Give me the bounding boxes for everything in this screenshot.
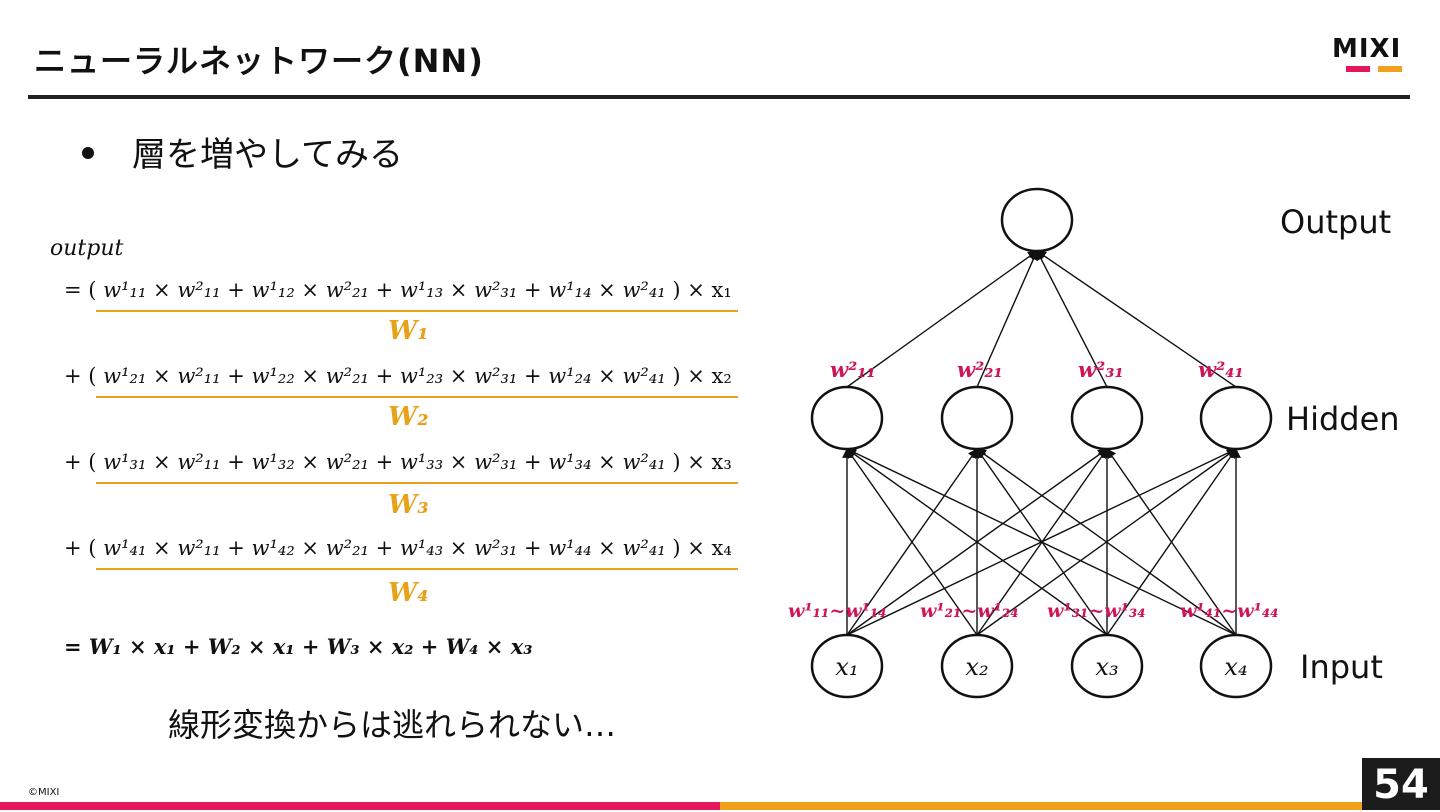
copyright-text: ©MIXI [28, 787, 60, 798]
layer-label-output: Output [1280, 203, 1391, 241]
output-node [1000, 187, 1074, 253]
group-label-w2: W₂ [388, 402, 429, 432]
input-weight-label-4: w¹₄₁~w¹₄₄ [1180, 600, 1279, 622]
eq4-prefix: + ( [64, 536, 97, 560]
eq2-term1: w¹₂₁ × w²₁₁ [103, 364, 221, 388]
eq2-prefix: + ( [64, 364, 97, 388]
logo-bar-red [1346, 66, 1370, 72]
mixi-logo: MIXI [1332, 36, 1412, 76]
equation-line-4: + ( w¹₄₁ × w²₁₁ + w¹₄₂ × w²₂₁ + w¹₄₃ × w… [64, 536, 732, 560]
hidden-weight-label-2: w²₂₁ [957, 357, 1003, 382]
layer-label-hidden: Hidden [1286, 400, 1400, 438]
edge-input-4-hidden-2 [976, 448, 1237, 636]
input-node-label-1: x₁ [835, 653, 858, 681]
network-edges [842, 250, 1241, 636]
edge-hidden-1-output [846, 250, 1038, 388]
input-node-label-2: x₂ [965, 653, 988, 681]
hidden-weight-label-3: w²₃₁ [1078, 357, 1124, 382]
edge-input-3-hidden-1 [846, 448, 1108, 636]
hidden-node-2 [940, 385, 1014, 451]
eq2-suffix: ) × x₂ [672, 364, 732, 388]
edge-hidden-4-output [1036, 250, 1237, 388]
page-number: 54 [1362, 758, 1440, 810]
eq4-term4: w¹₄₄ × w²₄₁ [548, 536, 666, 560]
footer-bar-orange [720, 802, 1440, 810]
equation-final-text: = W₁ × x₁ + W₂ × x₁ + W₃ × x₂ + W₄ × x₃ [64, 634, 533, 659]
hidden-weight-label-1: w²₁₁ [830, 357, 876, 382]
layer-label-input: Input [1300, 648, 1383, 686]
eq4-term3: w¹₄₃ × w²₃₁ [399, 536, 518, 560]
input-node-2 [940, 633, 1014, 699]
equation-line-3: + ( w¹₃₁ × w²₁₁ + w¹₃₂ × w²₂₁ + w¹₃₃ × w… [64, 450, 732, 474]
bullet-item: 層を増やしてみる [82, 127, 403, 176]
eq3-term4: w¹₃₄ × w²₄₁ [548, 450, 666, 474]
edge-hidden-3-output [1036, 250, 1108, 388]
logo-text: MIXI [1332, 34, 1402, 64]
eq2-term3: w¹₂₃ × w²₃₁ [399, 364, 518, 388]
input-node-label-4: x₄ [1224, 653, 1247, 681]
input-node-3 [1070, 633, 1144, 699]
network-nodes [810, 187, 1273, 699]
input-node-label-3: x₃ [1095, 653, 1118, 681]
eq1-suffix: ) × x₁ [672, 278, 732, 302]
footer-bar-red [0, 802, 720, 810]
equation-line-2: + ( w¹₂₁ × w²₁₁ + w¹₂₂ × w²₂₁ + w¹₂₃ × w… [64, 364, 732, 388]
eq2-term2: w¹₂₂ × w²₂₁ [251, 364, 369, 388]
title-divider [28, 95, 1410, 99]
hidden-node-3 [1070, 385, 1144, 451]
page-title: ニューラルネットワーク(NN) [34, 42, 484, 80]
group-label-w4: W₄ [388, 578, 429, 608]
input-weight-label-1: w¹₁₁~w¹₁₄ [788, 600, 887, 622]
input-weight-label-2: w¹₂₁~w¹₂₄ [920, 600, 1019, 622]
hidden-node-1 [810, 385, 884, 451]
edge-input-2-hidden-1 [846, 448, 978, 636]
group-label-w3: W₃ [388, 490, 429, 520]
eq3-suffix: ) × x₃ [672, 450, 732, 474]
edge-hidden-2-output [976, 250, 1038, 388]
input-node-4 [1199, 633, 1273, 699]
eq3-term2: w¹₃₂ × w²₂₁ [251, 450, 369, 474]
edge-input-4-hidden-1 [846, 448, 1237, 636]
logo-bar-orange [1378, 66, 1402, 72]
eq1-term1: w¹₁₁ × w²₁₁ [103, 278, 221, 302]
eq1-term3: w¹₁₃ × w²₃₁ [399, 278, 518, 302]
eq3-term1: w¹₃₁ × w²₁₁ [103, 450, 221, 474]
eq3-term3: w¹₃₃ × w²₃₁ [399, 450, 518, 474]
eq4-suffix: ) × x₄ [672, 536, 732, 560]
eq1-term2: w¹₁₂ × w²₂₁ [251, 278, 369, 302]
hidden-weight-label-4: w²₄₁ [1198, 357, 1244, 382]
equation-final: = W₁ × x₁ + W₂ × x₁ + W₃ × x₂ + W₄ × x₃ [64, 634, 532, 659]
hidden-node-4 [1199, 385, 1273, 451]
input-node-1 [810, 633, 884, 699]
eq4-underline [96, 568, 738, 570]
eq2-term4: w¹₂₄ × w²₄₁ [548, 364, 666, 388]
eq1-term4: w¹₁₄ × w²₄₁ [548, 278, 666, 302]
equation-line-1: = ( w¹₁₁ × w²₁₁ + w¹₁₂ × w²₂₁ + w¹₁₃ × w… [64, 278, 732, 302]
edge-input-4-hidden-3 [1106, 448, 1237, 636]
input-weight-label-3: w¹₃₁~w¹₃₄ [1047, 600, 1146, 622]
eq1-prefix: = ( [64, 278, 97, 302]
logo-bars [1346, 66, 1412, 72]
eq1-underline [96, 310, 738, 312]
eq4-term1: w¹₄₁ × w²₁₁ [103, 536, 221, 560]
eq3-prefix: + ( [64, 450, 97, 474]
equation-lhs: output [50, 236, 124, 261]
eq3-underline [96, 482, 738, 484]
eq2-underline [96, 396, 738, 398]
eq4-term2: w¹₄₂ × w²₂₁ [251, 536, 369, 560]
bullet-dot-icon [82, 146, 94, 159]
bullet-text: 層を増やしてみる [132, 135, 403, 175]
conclusion-text: 線形変換からは逃れられない… [168, 706, 617, 744]
group-label-w1: W₁ [388, 316, 429, 346]
